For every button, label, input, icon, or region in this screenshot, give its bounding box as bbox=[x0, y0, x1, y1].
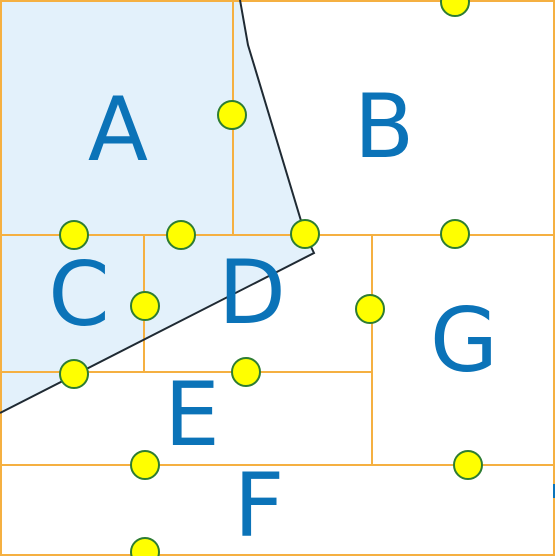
node bbox=[453, 450, 483, 480]
region-label-f: F bbox=[234, 454, 285, 556]
shaded-area bbox=[0, 0, 314, 413]
region-label-c: C bbox=[48, 243, 109, 346]
node bbox=[231, 357, 261, 387]
region-label-b: B bbox=[354, 75, 414, 178]
node bbox=[166, 220, 196, 250]
node bbox=[440, 219, 470, 249]
node bbox=[217, 100, 247, 130]
node bbox=[130, 450, 160, 480]
node bbox=[59, 220, 89, 250]
region-label-e: E bbox=[164, 363, 220, 466]
node bbox=[440, 0, 470, 17]
node bbox=[59, 359, 89, 389]
region-label-d: D bbox=[218, 241, 286, 344]
nodes bbox=[59, 0, 483, 556]
node bbox=[290, 219, 320, 249]
region-label-a: A bbox=[88, 78, 148, 181]
region-label-g: G bbox=[430, 289, 498, 392]
node bbox=[130, 291, 160, 321]
node bbox=[355, 294, 385, 324]
node bbox=[130, 537, 160, 556]
